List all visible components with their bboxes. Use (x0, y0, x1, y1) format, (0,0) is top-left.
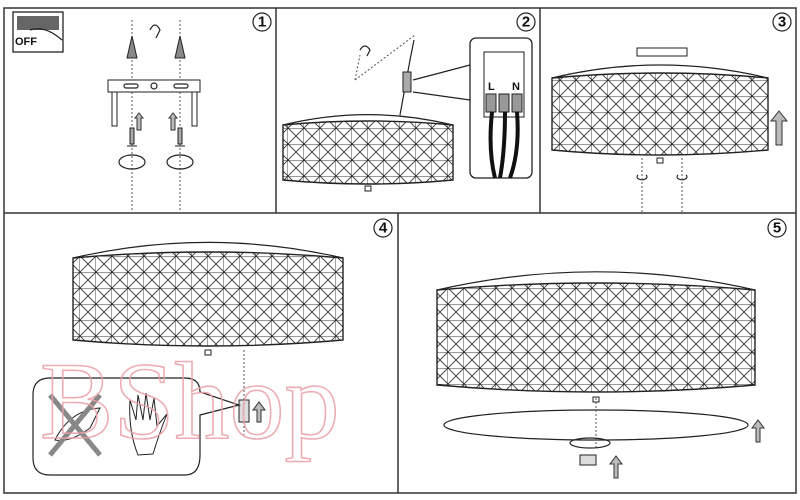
wall-plug-icon (126, 35, 186, 59)
watermark: BShop (40, 340, 340, 462)
up-arrow-icon (167, 112, 179, 131)
lamp-shade-step-3 (551, 64, 769, 164)
lamp-lattice-band (436, 282, 756, 393)
lamp-center-knob (656, 157, 664, 164)
up-arrow-icon (751, 419, 765, 443)
bulb-socket (238, 399, 250, 423)
step-5-badge: 5 (767, 218, 787, 238)
step-1-badge: 1 (252, 12, 272, 32)
panel-frame (3, 7, 797, 494)
step-3-extras (636, 47, 789, 212)
rotate-icon (166, 154, 194, 170)
lamp-shade-step-4 (72, 241, 344, 356)
lamp-center-knob (204, 349, 212, 356)
lamp-lattice-band (551, 72, 769, 156)
neutral-terminal-label: N (512, 81, 520, 93)
mounting-bracket (107, 79, 201, 127)
up-arrow-icon (609, 455, 623, 479)
step-1-illustration: OFF (12, 11, 201, 212)
up-arrow-icon (769, 110, 789, 146)
step-4-number: 4 (379, 220, 388, 237)
lamp-shade-step-5 (436, 271, 756, 403)
step-5-number: 5 (773, 220, 781, 237)
step-2-wiring: L N (354, 34, 533, 179)
lamp-lattice-band (72, 251, 344, 347)
lamp-canopy (282, 114, 454, 126)
rotate-icon (118, 154, 146, 170)
live-terminal-label: L (488, 81, 495, 93)
terminal-block-callout: L N (412, 37, 533, 179)
step-4-badge: 4 (373, 218, 393, 238)
lamp-canopy (436, 271, 756, 291)
drill-icon (359, 45, 371, 57)
up-arrow-icon (133, 112, 145, 131)
step-4-extras (32, 350, 266, 476)
power-switch-icon: OFF (12, 11, 64, 53)
finial-knob (579, 454, 597, 466)
step-2-badge: 2 (516, 12, 536, 32)
lamp-lattice-band (282, 120, 454, 185)
lamp-canopy (551, 64, 769, 79)
prohibited-cross-icon (48, 393, 102, 457)
glove-icon (129, 392, 168, 456)
screw-icon (127, 127, 185, 147)
step-3-badge: 3 (772, 12, 792, 32)
step-3-number: 3 (778, 14, 786, 31)
lamp-canopy (72, 241, 344, 259)
step-5-extras (443, 398, 765, 479)
glove-warning-callout (32, 377, 242, 476)
up-arrow-icon (252, 401, 266, 423)
step-1-number: 1 (258, 14, 266, 31)
lamp-shade-step-2 (282, 114, 454, 192)
step-2-number: 2 (522, 14, 530, 31)
drill-icon (149, 24, 161, 39)
off-label: OFF (15, 36, 37, 48)
rotate-icon (636, 174, 688, 181)
lamp-center-knob (364, 185, 372, 192)
